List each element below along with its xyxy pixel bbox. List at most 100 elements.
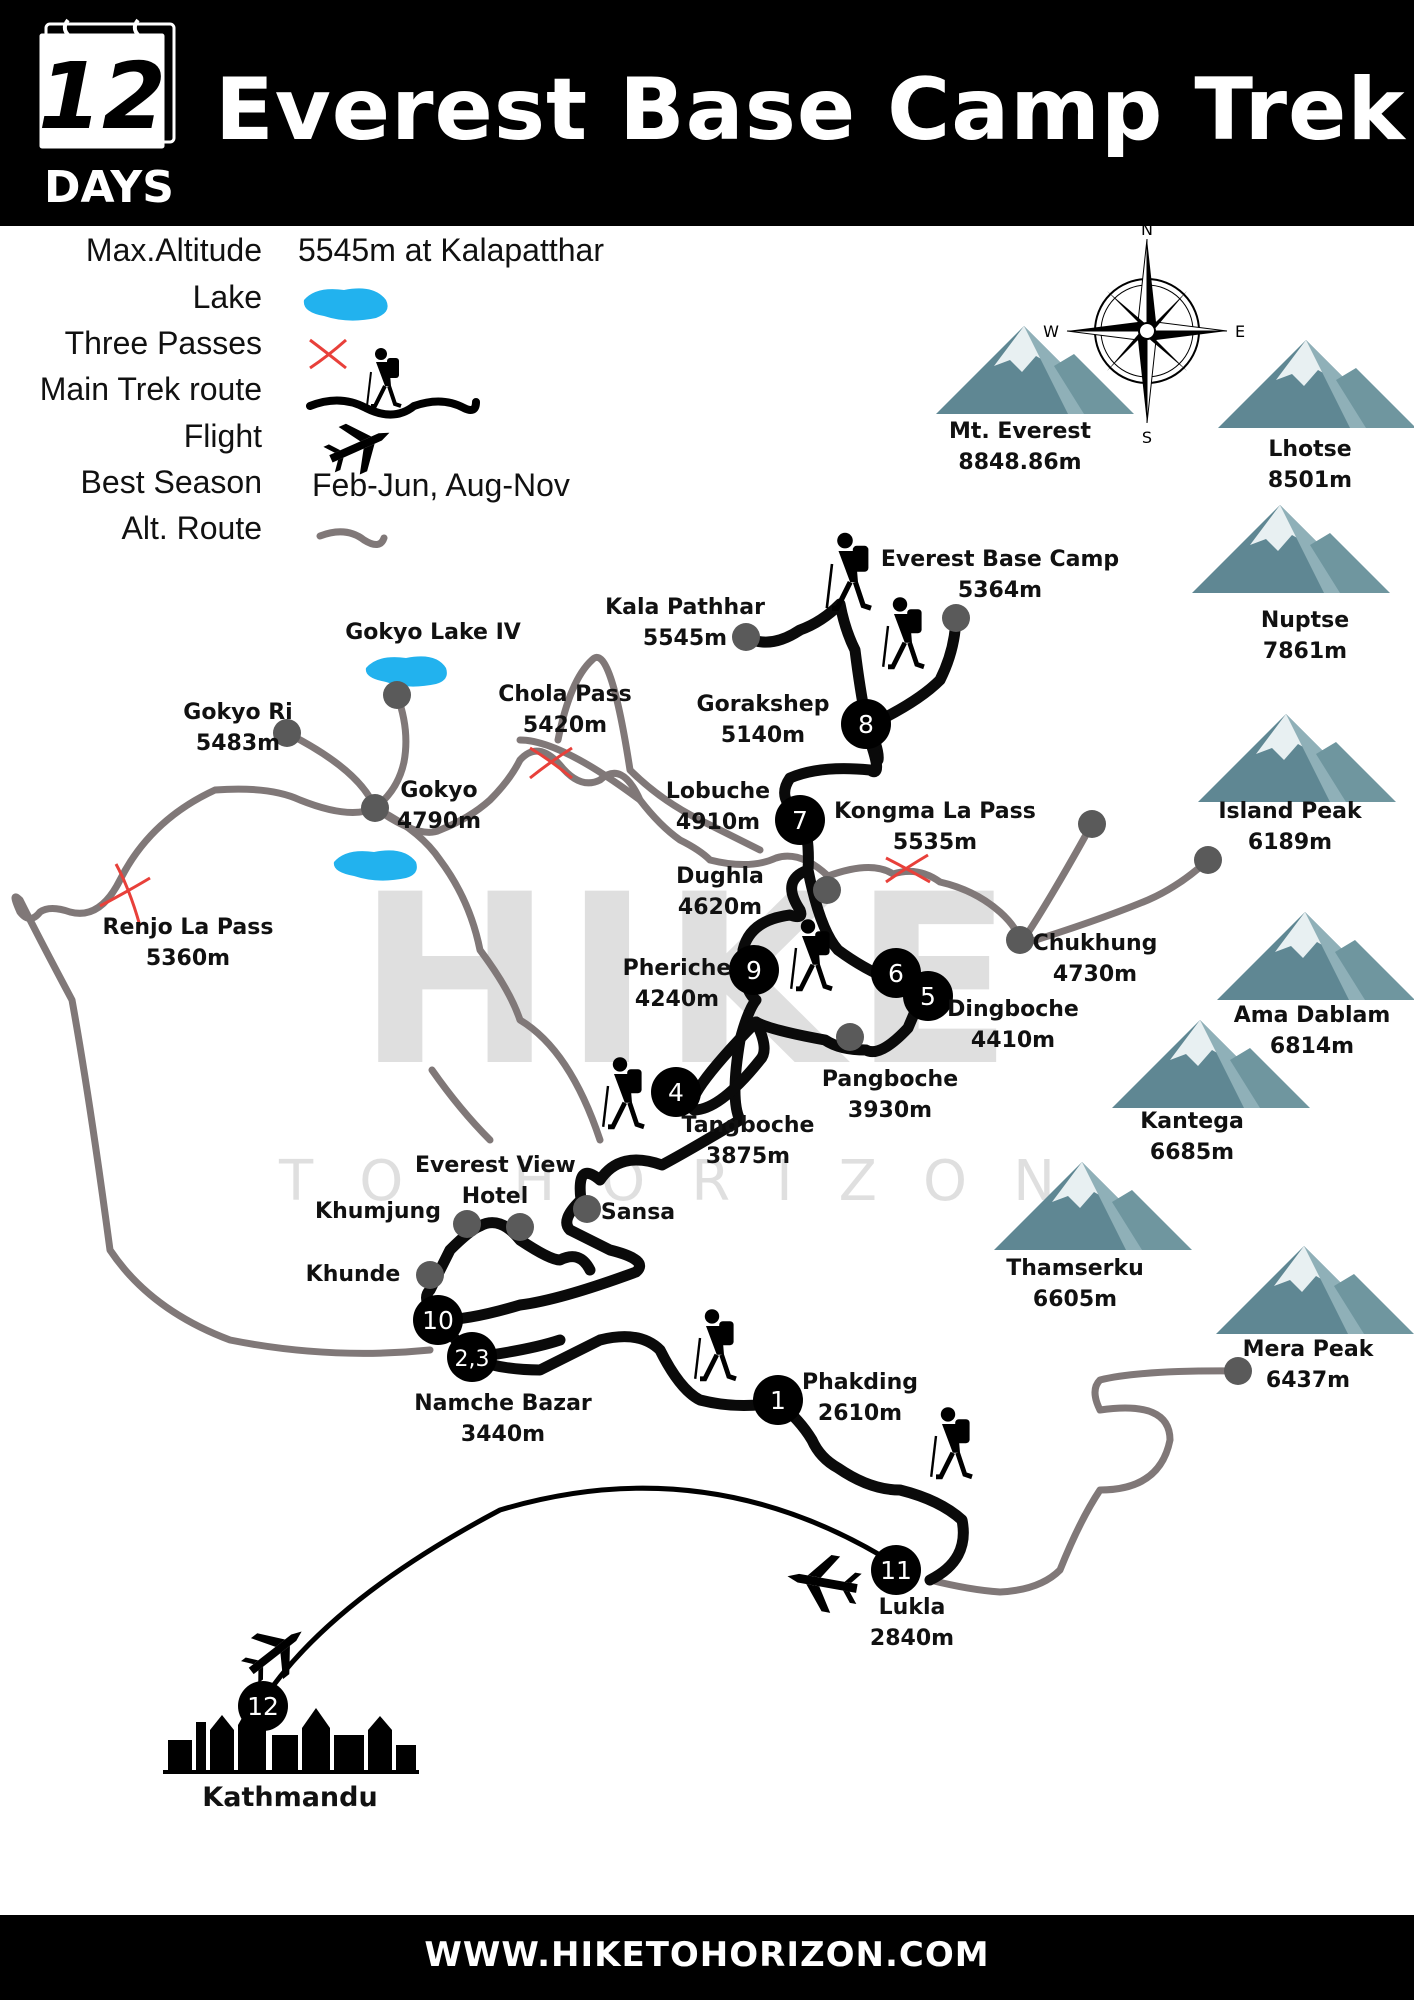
node-ebc[interactable] (942, 604, 970, 632)
node-mera-peak[interactable] (1224, 1357, 1252, 1385)
node-gokyo[interactable] (361, 794, 389, 822)
node-chukhung[interactable] (1006, 926, 1034, 954)
hiker-icon (695, 1309, 736, 1379)
page-title: Everest Base Camp Trek (215, 60, 1406, 160)
day-markers: 1 2,3 4 56 7 8 9 10 11 12 (238, 699, 953, 1731)
legend-pass-cross-icon (309, 338, 347, 370)
compass-e: E (1235, 322, 1245, 341)
day-marker-label: 8 (858, 710, 874, 739)
day-marker-label: 2,3 (455, 1347, 490, 1372)
day-marker-label: 9 (746, 956, 762, 985)
place-label-kathmandu: Kathmandu (202, 1782, 378, 1813)
node-island-peak-end[interactable] (1194, 846, 1222, 874)
node-kongma-end[interactable] (1078, 810, 1106, 838)
legend-max-altitude-label: Max.Altitude (85, 232, 262, 268)
legend-season-value: Feb-Jun, Aug-Nov (312, 467, 570, 503)
footer-url-link[interactable]: WWW.HIKETOHORIZON.COM (424, 1935, 990, 1975)
hiker-icon (883, 597, 924, 667)
day-marker-circle (238, 1681, 288, 1731)
mountain-ama-dablam-icon (1217, 912, 1414, 1000)
node-kala-pathhar[interactable] (732, 623, 760, 651)
legend-passes-label: Three Passes (64, 325, 262, 361)
node-gokyo-lake[interactable] (383, 681, 411, 709)
node-khunde[interactable] (416, 1261, 444, 1289)
legend-alt-route-label: Alt. Route (121, 510, 262, 546)
day-marker-2-3[interactable]: 2,3 (447, 1332, 497, 1382)
compass-n: N (1141, 220, 1153, 239)
day-marker-circle (651, 1067, 701, 1117)
day-marker-label: 5 (920, 982, 936, 1011)
day-marker-7[interactable]: 7 (775, 795, 825, 845)
legend-max-altitude-value: 5545m at Kalapatthar (298, 232, 604, 268)
place-label-gokyo-lake: Gokyo Lake IV (345, 620, 521, 645)
legend-main-route-label: Main Trek route (39, 371, 262, 407)
mountain-lhotse-icon (1218, 340, 1414, 428)
flight-path (260, 1485, 882, 1702)
pass-renjo-cross-icon (99, 863, 151, 927)
legend-flight-label: Flight (183, 418, 262, 454)
calendar-icon: 12 (36, 18, 176, 152)
day-marker-circle (729, 945, 779, 995)
day-marker-10[interactable]: 10 (413, 1295, 463, 1345)
lake-gokyo-iv (365, 656, 447, 687)
day-marker-9[interactable]: 9 (729, 945, 779, 995)
place-label-khunde: Khunde (305, 1262, 401, 1287)
day-marker-label: 12 (247, 1692, 279, 1721)
day-marker-circle (413, 1295, 463, 1345)
day-marker-8[interactable]: 8 (841, 699, 891, 749)
node-sansa[interactable] (573, 1195, 601, 1223)
legend-lake-icon (303, 288, 388, 321)
compass-w: W (1043, 322, 1059, 341)
lake-gokyo (333, 850, 417, 881)
place-label-khumjung: Khumjung (315, 1199, 441, 1224)
compass-s: S (1142, 428, 1152, 447)
node-pangboche[interactable] (836, 1023, 864, 1051)
compass-icon: N S E W (1043, 220, 1245, 447)
legend-hiker-icon (365, 346, 403, 408)
days-label: DAYS (44, 162, 174, 213)
pass-chola-cross-icon (529, 746, 573, 780)
day-marker-circle (871, 948, 921, 998)
legend-lake-label: Lake (192, 279, 262, 315)
alt-routes (11, 653, 1242, 1596)
legend-alt-route-line (316, 528, 388, 548)
day-marker-1[interactable]: 1 (753, 1375, 803, 1425)
day-marker-label: 11 (880, 1556, 912, 1585)
day-marker-label: 1 (770, 1386, 786, 1415)
hiker-icon (931, 1407, 972, 1477)
day-marker-12[interactable]: 12 (238, 1681, 288, 1731)
day-marker-4[interactable]: 4 (651, 1067, 701, 1117)
day-marker-6[interactable]: 6 (871, 948, 921, 998)
node-evh[interactable] (506, 1213, 534, 1241)
day-marker-11[interactable]: 11 (871, 1545, 921, 1595)
mountain-nuptse-icon (1192, 505, 1390, 593)
node-dughla[interactable] (813, 876, 841, 904)
day-marker-label: 6 (888, 959, 904, 988)
day-marker-circle (871, 1545, 921, 1595)
place-label-sansa: Sansa (600, 1200, 676, 1225)
node-gokyo-ri[interactable] (273, 719, 301, 747)
legend-main-route-line (306, 396, 480, 419)
node-khumjung[interactable] (453, 1210, 481, 1238)
